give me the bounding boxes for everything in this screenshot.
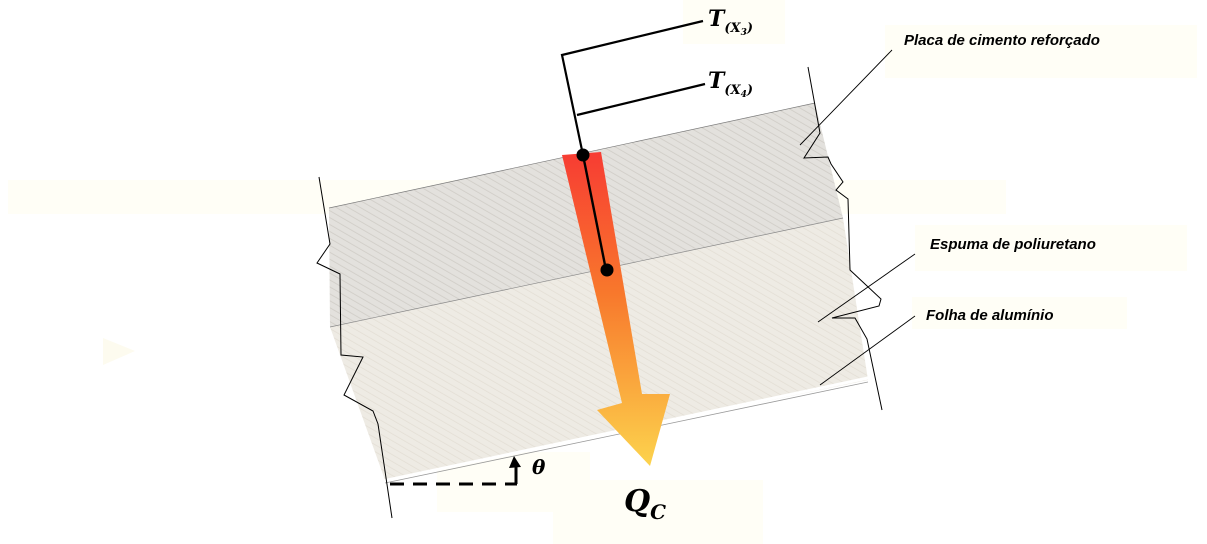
label-bg-cement (885, 25, 1197, 78)
angle-arrow-icon (509, 456, 521, 468)
sensor-point-x4 (600, 263, 614, 277)
t-x4-main: T (708, 68, 725, 94)
t-x4-sub-text: (X (724, 83, 741, 98)
t-x3-main: T (708, 6, 725, 32)
heat-flux-arrow (562, 152, 670, 466)
faint-triangle-mark (103, 338, 135, 365)
thermocouple-x4-wire (576, 82, 706, 117)
label-bg-foam (915, 225, 1187, 271)
t-x3-close: ) (746, 21, 754, 36)
t-x4-index: 4 (740, 90, 747, 100)
label-bg-foil (912, 297, 1127, 329)
leader-foil (819, 315, 916, 386)
leader-cement (799, 49, 893, 146)
pu-foam-label: Espuma de poliuretano (930, 236, 1096, 253)
label-bg-qc (553, 480, 763, 544)
t-x4-close: ) (746, 83, 754, 98)
heat-flux-symbol: QC (624, 484, 666, 524)
aluminum-foil-label: Folha de alumínio (926, 307, 1054, 324)
cement-board-label: Placa de cimento reforçado (904, 32, 1100, 49)
qc-main: Q (624, 484, 651, 519)
right-break-line (803, 66, 883, 411)
cement-foam-boundary (329, 217, 844, 328)
temperature-x4-symbol: T(X4) (708, 68, 753, 100)
sensor-point-x3 (576, 148, 590, 162)
qc-sub: C (650, 500, 667, 524)
t-x4-sub: (X4) (724, 83, 754, 100)
leader-foam (817, 253, 916, 323)
t-x3-sub-text: (X (724, 21, 741, 36)
thermocouple-x3-wire (560, 19, 704, 156)
left-break-line (316, 176, 393, 519)
polyurethane-foam-layer (330, 218, 868, 480)
theta-symbol: θ (532, 455, 546, 479)
t-x3-index: 3 (740, 28, 747, 38)
probe-rod (581, 154, 608, 271)
temperature-x3-symbol: T(X3) (708, 6, 753, 38)
t-x3-sub: (X3) (724, 21, 754, 38)
